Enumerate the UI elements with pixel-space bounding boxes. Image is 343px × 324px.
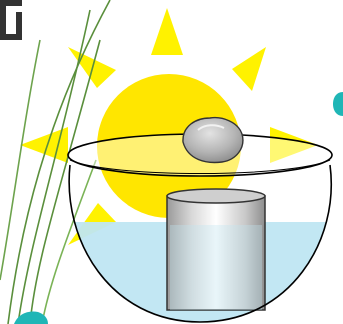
sun-ray-right — [270, 127, 318, 163]
sun-ray-top-right — [232, 47, 266, 91]
grass — [0, 0, 111, 324]
stone-highlight — [197, 124, 225, 131]
teal-accent-bottom-left — [14, 311, 48, 324]
sun-disc — [97, 74, 241, 218]
cup — [166, 188, 266, 311]
bowl-outline — [68, 164, 332, 323]
cropped-glyph — [0, 0, 22, 40]
sun-ray-top — [151, 8, 183, 55]
teal-accent-right — [333, 92, 343, 116]
